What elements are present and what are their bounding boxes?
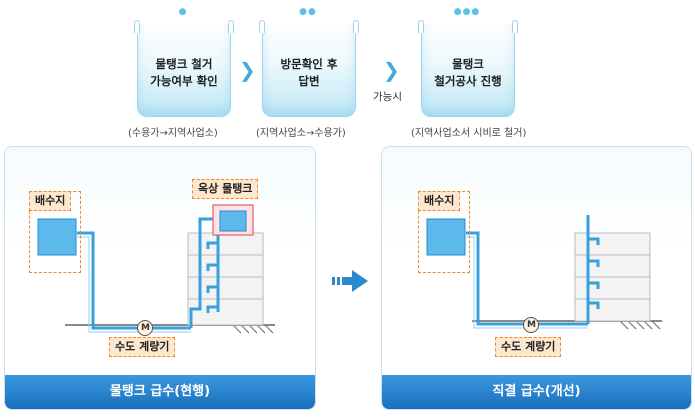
current-system-diagram [37,204,275,336]
step-3-tank: 물탱크 철거공사 진행 [418,20,518,117]
drop-icon: ● [178,7,188,17]
step-1-label: 물탱크 철거 가능여부 확인 [150,57,218,88]
step-3-label: 물탱크 철거공사 진행 [434,57,502,88]
chevron-right-icon: ❯ [383,58,400,82]
drop-icon: ●● [299,7,317,17]
step-2-label: 방문확인 후 답변 [280,57,338,88]
improved-system-title: 직결 급수(개선) [382,375,691,409]
current-system-panel: 배수지 옥상 물탱크 M 수도 계량기 물탱크 급수(현행) [4,146,316,410]
reservoir-label: 배수지 [29,191,72,211]
meter-icon: M [527,320,536,330]
arrow-right-icon [332,270,368,292]
condition-label: 가능시 [373,91,402,103]
meter-icon: M [141,323,150,333]
chevron-right-icon: ❯ [239,58,256,82]
water-meter-label: 수도 계량기 [109,337,176,357]
water-meter-label: 수도 계량기 [495,337,562,357]
step-1-note: (수용가→지역사업소) [128,128,218,139]
rooftop-tank-label: 옥상 물탱크 [192,179,259,199]
step-1-tank: 물탱크 철거 가능여부 확인 [134,20,234,117]
improved-system-diagram [426,215,662,333]
improved-system-panel: 배수지 M 수도 계량기 직결 급수(개선) [381,146,692,410]
drop-icon: ●●● [453,7,481,17]
step-2-tank: 방문확인 후 답변 [259,20,359,117]
step-3-note: (지역사업소서 시비로 철거) [411,128,527,139]
step-2-note: (지역사업소→수용가) [256,128,346,139]
current-system-title: 물탱크 급수(현행) [5,375,315,409]
reservoir-label: 배수지 [418,191,461,211]
